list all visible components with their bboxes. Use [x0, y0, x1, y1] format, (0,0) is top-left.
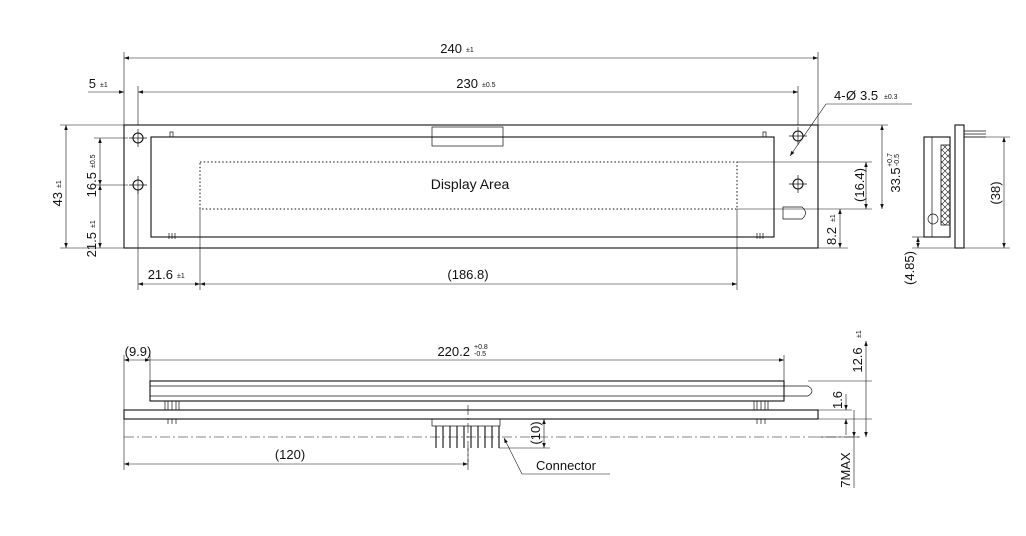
dim-overall-width: 240 ±1 — [123, 41, 819, 125]
svg-text:16.5: 16.5 — [84, 172, 99, 197]
exhaust-tip — [431, 126, 504, 147]
dim-display-height: (16.4) — [737, 161, 872, 210]
svg-text:-0.5: -0.5 — [474, 351, 486, 358]
side-view: (38) (4.85) — [902, 124, 1010, 285]
svg-text:(4.85): (4.85) — [902, 251, 917, 285]
svg-text:8.2: 8.2 — [824, 227, 839, 245]
bottom-glass-tip — [784, 385, 813, 397]
dim-hole-pitch: 230 ±0.5 — [137, 76, 799, 125]
svg-text:+0.7: +0.7 — [887, 153, 894, 167]
pcb-board-outline — [123, 124, 819, 249]
svg-text:±1: ±1 — [100, 82, 108, 89]
svg-text:±0.3: ±0.3 — [884, 94, 898, 101]
svg-text:±0.5: ±0.5 — [482, 82, 496, 89]
svg-text:21.5: 21.5 — [84, 232, 99, 257]
dim-left-clearance: (9.9) — [123, 344, 152, 410]
dim-max-height: 7MAX — [818, 410, 860, 488]
side-pins — [964, 130, 986, 138]
display-area-outline — [199, 161, 738, 210]
terminal-top-right — [762, 131, 767, 138]
bottom-view: (9.9) 220.2 +0.8 -0.5 12.6 ±1 1.6 — [123, 330, 872, 488]
svg-text:(38): (38) — [988, 181, 1003, 204]
dim-lower-height: 21.5 ±1 — [84, 185, 102, 257]
svg-text:3.5: 3.5 — [860, 88, 878, 103]
svg-text:Connector: Connector — [536, 458, 597, 473]
svg-text:240: 240 — [440, 41, 462, 56]
svg-text:±1: ±1 — [90, 220, 97, 228]
mounting-hole-top-right — [789, 127, 807, 145]
dim-display-to-top: 33.5 +0.7 -0.5 — [818, 124, 903, 209]
front-view: Display Area 240 ±1 230 ±0.5 5 ±1 4- — [50, 41, 912, 290]
dim-display-left: 21.6 ±1 — [137, 190, 201, 290]
glass-tip — [782, 206, 806, 220]
bottom-glass-outline — [149, 380, 785, 402]
svg-text:7MAX: 7MAX — [838, 452, 853, 488]
dim-total-depth: (38) — [988, 137, 1006, 248]
side-tip-circle — [927, 213, 939, 225]
dim-hole-to-hole-vertical: 16.5 ±0.5 — [84, 137, 128, 197]
bottom-pcb-outline — [123, 409, 819, 420]
svg-text:±1: ±1 — [56, 180, 63, 188]
svg-text:(120): (120) — [275, 447, 305, 462]
svg-text:220.2: 220.2 — [437, 344, 470, 359]
dim-total-height: 12.6 ±1 — [808, 330, 872, 437]
pins-bottom-left — [168, 233, 176, 239]
svg-text:(16.4): (16.4) — [852, 168, 867, 202]
dim-glass-length: 220.2 +0.8 -0.5 — [150, 344, 785, 381]
dim-connector-position: (120) — [123, 419, 469, 470]
svg-text:12.6: 12.6 — [850, 347, 865, 372]
connector-callout: Connector — [503, 437, 610, 475]
svg-text:±1: ±1 — [856, 330, 863, 338]
svg-text:21.6: 21.6 — [148, 267, 173, 282]
dim-left-offset: 5 ±1 — [88, 76, 124, 94]
dim-bottom-offset: 8.2 ±1 — [818, 209, 848, 249]
svg-text:±0.5: ±0.5 — [90, 154, 97, 168]
dim-height-total: 43 ±1 — [50, 124, 124, 249]
svg-text:±1: ±1 — [466, 47, 474, 54]
svg-text:±1: ±1 — [177, 273, 185, 280]
svg-text:4-: 4- — [834, 88, 846, 103]
svg-text:(10): (10) — [528, 421, 543, 444]
svg-text:Ø: Ø — [846, 88, 856, 103]
glass-panel-outline — [150, 136, 775, 238]
svg-text:5: 5 — [89, 76, 96, 91]
dim-pin-offset: (4.85) — [902, 236, 955, 285]
holes-callout: 4- Ø 3.5 ±0.3 — [789, 88, 912, 157]
display-area-label: Display Area — [431, 176, 510, 192]
svg-text:33.5: 33.5 — [888, 167, 903, 192]
svg-text:+0.8: +0.8 — [474, 344, 488, 351]
dim-pin-length: (10) — [499, 419, 550, 449]
svg-text:(186.8): (186.8) — [447, 267, 488, 282]
svg-text:1.6: 1.6 — [830, 391, 845, 409]
side-hatched-section — [940, 144, 951, 226]
svg-text:-0.5: -0.5 — [894, 154, 901, 166]
mounting-hole-bottom-right — [789, 175, 807, 193]
pins-bottom-right — [756, 233, 764, 239]
svg-text:43: 43 — [50, 192, 65, 206]
svg-text:(9.9): (9.9) — [125, 344, 152, 359]
svg-text:230: 230 — [456, 76, 478, 91]
connector-block — [431, 418, 501, 427]
mounting-hole-top-left — [129, 129, 147, 147]
svg-text:±1: ±1 — [830, 214, 837, 222]
terminal-top-left — [169, 131, 174, 138]
side-pcb-outline — [954, 124, 965, 249]
dim-display-width: (186.8) — [200, 209, 738, 290]
dim-pcb-thickness: 1.6 — [818, 391, 852, 435]
